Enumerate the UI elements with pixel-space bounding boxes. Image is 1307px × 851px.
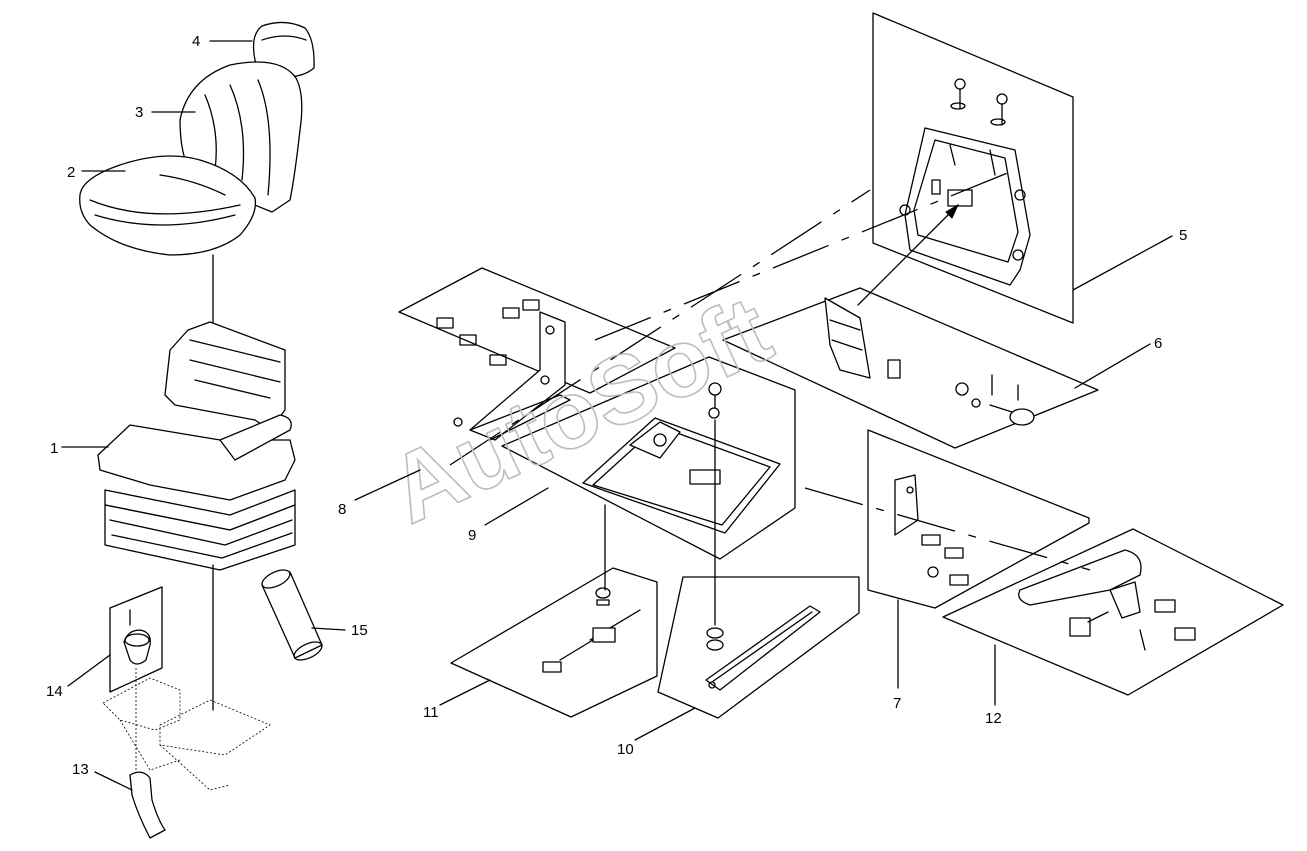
callout-9: 9 [468,527,476,544]
part-13-hose [102,668,271,839]
callout-12: 12 [985,710,1002,727]
part-8-side-bracket-panel [398,267,676,441]
callout-1: 1 [50,440,58,457]
part-10-slide-rail-panel [657,576,860,719]
part-6-bracket-panel [722,203,1099,449]
callout-7: 7 [893,695,901,712]
callout-4: 4 [192,33,200,50]
callout-6: 6 [1154,335,1162,352]
callout-13: 13 [72,761,89,778]
callout-labels: 4 3 2 1 5 6 8 9 7 12 11 10 13 14 15 [46,33,1187,778]
callout-14: 14 [46,683,63,700]
part-15-cylinder [261,569,323,661]
callout-3: 3 [135,104,143,121]
part-1-seat-frame-suspension [97,321,296,571]
callout-15: 15 [351,622,368,639]
callout-10: 10 [617,741,634,758]
callout-5: 5 [1179,227,1187,244]
part-5-backrest-frame-panel [872,12,1074,324]
callout-leaders [61,40,1173,791]
part-12-armrest-panel [942,528,1284,696]
callout-8: 8 [338,501,346,518]
part-2-seat-cushion [79,155,257,256]
callout-11: 11 [423,704,439,721]
part-14-cupholder-panel [109,586,163,693]
part-9-base-plate-panel [501,356,796,560]
part-7-armrest-bracket-panel [867,429,1090,609]
part-11-cable-panel [450,567,658,718]
callout-2: 2 [67,164,75,181]
